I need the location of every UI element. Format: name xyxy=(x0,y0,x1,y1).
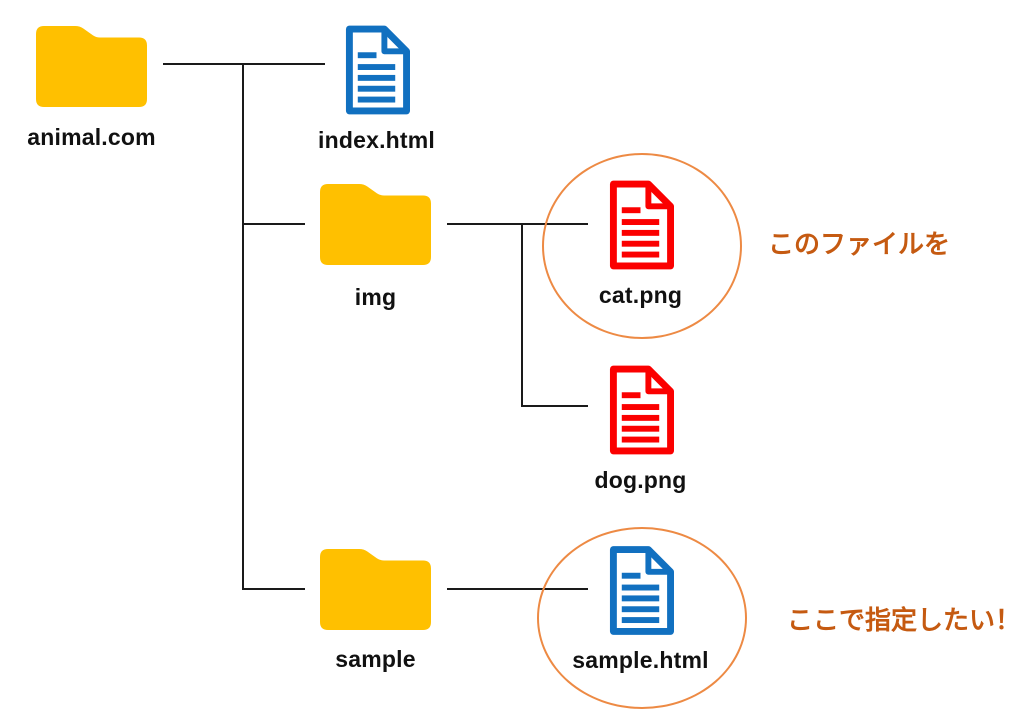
connector-trunk-vertical xyxy=(242,63,244,590)
highlight-circle-sample-html xyxy=(537,527,747,709)
node-animal-com: animal.com xyxy=(27,26,156,151)
node-sample-folder: sample xyxy=(320,549,431,673)
folder-icon xyxy=(320,549,431,630)
node-img-folder: img xyxy=(320,184,431,311)
connector-branch-to-dog xyxy=(523,405,588,407)
connector-trunk-to-img xyxy=(244,223,305,225)
connector-img-branch-vertical xyxy=(521,225,523,407)
document-icon xyxy=(343,25,410,115)
node-index-html: index.html xyxy=(318,25,435,154)
node-label: dog.png xyxy=(594,467,687,493)
folder-icon xyxy=(36,26,147,107)
annotation-this-file: このファイルを xyxy=(768,229,951,259)
node-label: animal.com xyxy=(27,124,156,150)
connector-root-to-index xyxy=(163,63,325,65)
node-label: sample xyxy=(335,646,416,672)
annotation-specify-here: ここで指定したい！ xyxy=(787,605,1022,635)
connector-sample-to-samplehtml xyxy=(447,588,588,590)
folder-icon xyxy=(320,184,431,265)
node-label: index.html xyxy=(318,127,436,153)
connector-trunk-to-sample xyxy=(244,588,305,590)
highlight-circle-cat-png xyxy=(542,153,742,339)
document-icon xyxy=(607,365,674,455)
connector-img-to-cat xyxy=(447,223,588,225)
node-dog-png: dog.png xyxy=(594,365,686,494)
node-label: img xyxy=(354,284,397,310)
